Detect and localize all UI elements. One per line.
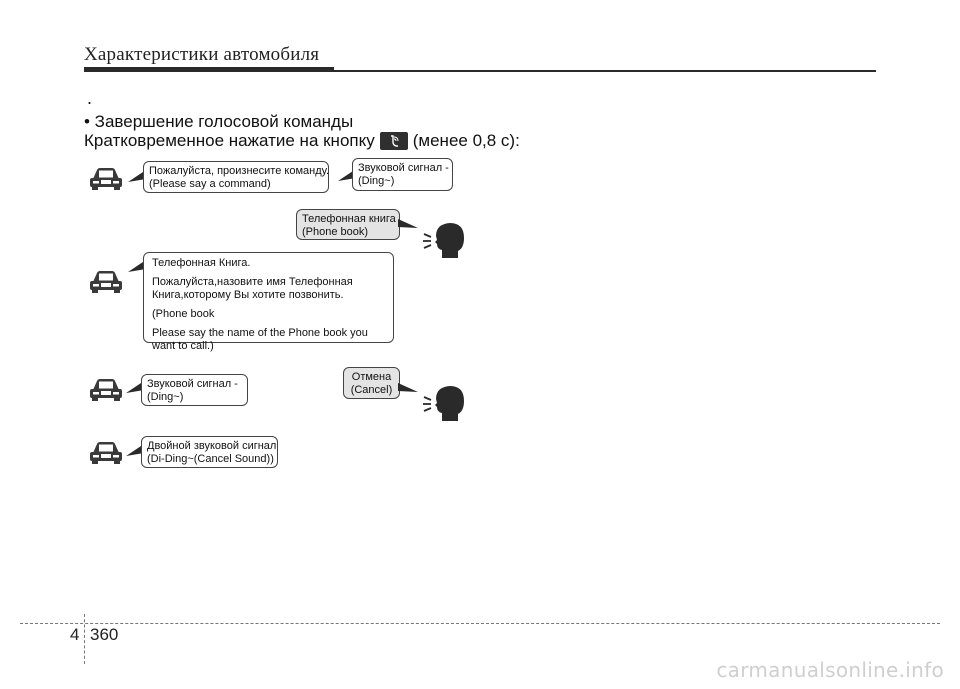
bubble-line: (Phone book): [302, 226, 369, 238]
page-header-title: Характеристики автомобиля: [84, 44, 320, 65]
car-icon: [90, 271, 122, 293]
bubble-line: Please say the name of the Phone book yo…: [152, 327, 368, 339]
talk-button-icon: [379, 132, 408, 150]
speaking-person-icon: [423, 386, 464, 421]
user-command-bubble: Телефонная книга (Phone book): [296, 209, 400, 240]
bubble-line: Отмена: [351, 371, 392, 383]
bubble-tail: [126, 444, 144, 456]
footer-rule: [20, 623, 940, 624]
bubble-line: (Ding~): [358, 175, 395, 187]
header-rule-accent: [84, 67, 334, 71]
bubble-line: Телефонная Книга.: [152, 257, 251, 269]
bubble-line: Звуковой сигнал -: [147, 378, 238, 390]
bubble-tail: [128, 260, 146, 272]
bubble-line: want to call.): [152, 340, 214, 352]
bubble-tail: [126, 381, 144, 393]
car-icon: [90, 379, 122, 401]
header-rule: [84, 70, 876, 72]
bubble-tail: [338, 169, 356, 181]
bubble-line: Звуковой сигнал -: [358, 162, 449, 174]
bubble-line: (Ding~): [147, 391, 184, 403]
section-dot: .: [87, 88, 93, 108]
instruction-text-after: (менее 0,8 с):: [412, 131, 520, 150]
user-cancel-bubble: Отмена (Cancel): [343, 367, 400, 399]
bubble-line: (Phone book: [152, 308, 215, 320]
watermark: carmanualsonline.info: [716, 658, 944, 682]
bubble-tail: [398, 383, 418, 392]
bubble-line: Пожалуйста,назовите имя Телефонная: [152, 276, 353, 288]
chapter-number: 4: [70, 625, 80, 644]
bubble-line: Книга,которому Вы хотите позвонить.: [152, 289, 344, 301]
instruction-line: Кратковременное нажатие на кнопку (менее…: [84, 131, 520, 151]
bubble-line: Двойной звуковой сигнал: [147, 440, 277, 452]
bubble-tail: [128, 170, 146, 182]
bubble-line: (Please say a command): [149, 178, 271, 190]
section-heading: • Завершение голосовой команды: [84, 112, 354, 131]
car-icon: [90, 442, 122, 464]
page-number: 360: [90, 625, 119, 644]
beep-bubble: Звуковой сигнал - (Ding~): [141, 374, 248, 406]
bubble-line: Телефонная книга: [302, 213, 396, 225]
bubble-line: (Di-Ding~(Cancel Sound)): [147, 453, 274, 465]
system-prompt-bubble: Пожалуйста, произнесите команду. (Please…: [143, 161, 329, 193]
speaking-person-icon: [423, 223, 464, 258]
cancel-sound-bubble: Двойной звуковой сигнал (Di-Ding~(Cancel…: [141, 436, 278, 468]
bubble-line: Пожалуйста, произнесите команду.: [149, 165, 330, 177]
system-prompt-bubble: Телефонная Книга. Пожалуйста,назовите им…: [143, 252, 394, 352]
beep-bubble: Звуковой сигнал - (Ding~): [352, 158, 453, 191]
footer-divider: [84, 614, 85, 664]
bubble-line: (Cancel): [350, 384, 393, 396]
bubble-tail: [398, 219, 418, 228]
instruction-text-before: Кратковременное нажатие на кнопку: [84, 131, 375, 150]
car-icon: [90, 168, 122, 190]
